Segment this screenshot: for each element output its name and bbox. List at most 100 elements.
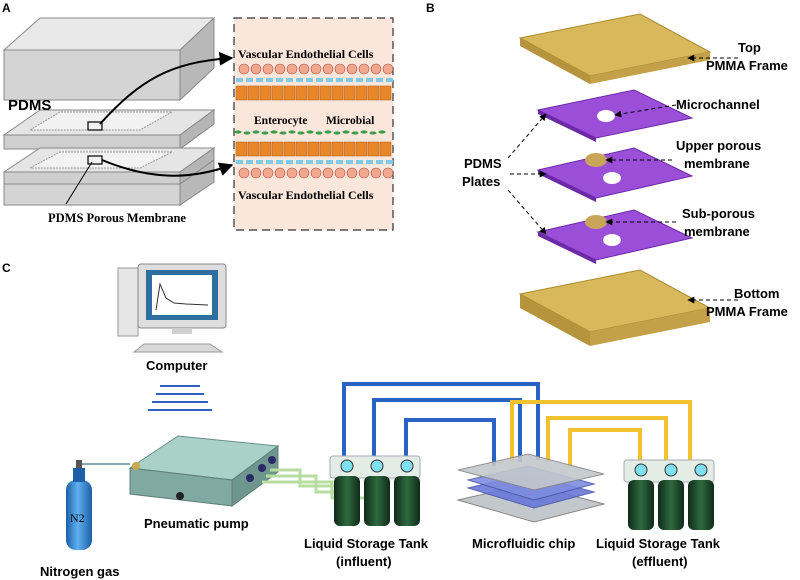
enterocyte-cell: [247, 141, 260, 157]
top-frame-label-1: Top: [738, 40, 761, 55]
membrane-pore: [336, 160, 343, 164]
cylinder-body: [66, 480, 92, 550]
monitor-stand: [172, 328, 192, 334]
membrane-pore: [296, 78, 303, 82]
membrane-pore: [246, 78, 253, 82]
pdms-device-drawing: [2, 16, 234, 206]
effluent-tank-label-2: (effluent): [632, 554, 688, 569]
plate-2-hole: [603, 172, 621, 184]
endothelial-cell: [310, 63, 322, 75]
microbe: [351, 131, 359, 135]
upper-membrane-disc: [585, 153, 607, 167]
pump-gas-inlet: [132, 462, 140, 470]
membrane-pore: [236, 78, 243, 82]
microbe: [315, 131, 323, 135]
membrane-pore: [376, 160, 383, 164]
membrane-pore: [386, 160, 393, 164]
sub-membrane-label-2: membrane: [684, 224, 750, 239]
microbe: [234, 130, 242, 134]
endothelial-cell: [250, 167, 262, 179]
microbe: [297, 131, 305, 135]
bottom-frame-label-2: PMMA Frame: [706, 304, 788, 319]
enterocyte-row-2: [235, 141, 392, 157]
effluent-tanks: [623, 459, 715, 530]
bottom-pmma-frame-edge: [520, 294, 590, 346]
membrane-pore: [356, 160, 363, 164]
influent-tank-1: [334, 476, 360, 526]
chip-top: [457, 453, 605, 491]
endothelial-cell: [298, 63, 310, 75]
leader-microchannel: [614, 104, 677, 118]
cylinder-neck: [73, 468, 85, 482]
monitor-plot-trace: [155, 282, 209, 311]
enterocyte-label: Enterocyte: [254, 115, 307, 127]
enterocyte-cell: [307, 141, 320, 157]
pdms-bottom-block-side: [179, 159, 215, 206]
endothelial-cell: [358, 167, 370, 179]
microbe: [288, 130, 296, 134]
effluent-cap-2: [664, 463, 678, 477]
effluent-tank-1: [628, 480, 654, 530]
endothelial-cell: [274, 167, 286, 179]
effluent-cap-1: [634, 463, 648, 477]
membrane-pore: [316, 78, 323, 82]
enterocyte-cell: [295, 141, 308, 157]
enterocyte-cell: [283, 85, 296, 101]
microbe: [333, 131, 341, 135]
membrane-pore: [306, 78, 313, 82]
pneumatic-pump-label: Pneumatic pump: [144, 516, 249, 531]
influent-tank-label-1: Liquid Storage Tank: [304, 536, 429, 551]
nitrogen-cylinder: [66, 460, 130, 550]
enterocyte-cell: [343, 141, 356, 157]
membrane-pore: [276, 78, 283, 82]
blue-tube-2: [372, 398, 522, 462]
cell-layer-inset: [233, 17, 394, 231]
influent-cap-1: [340, 459, 354, 473]
enterocyte-cell: [379, 85, 392, 101]
membrane-pore: [276, 160, 283, 164]
chip-exploded-view: [507, 13, 738, 346]
enterocyte-cell: [271, 85, 284, 101]
membrane-pore: [286, 78, 293, 82]
blue-tubing: [342, 382, 540, 466]
monitor-plot-area: [152, 275, 212, 315]
microchannel-label: Microchannel: [676, 97, 760, 112]
pump-port-3: [268, 456, 276, 464]
membrane-pore: [356, 78, 363, 82]
porous-channel-upper: [28, 111, 174, 131]
enterocyte-cell: [235, 85, 248, 101]
bottom-frame-label-1: Bottom: [734, 286, 780, 301]
microfluidic-chip: [456, 453, 606, 523]
membrane-pore: [246, 160, 253, 164]
endothelial-cell: [298, 167, 310, 179]
microbe-row: [234, 130, 386, 135]
membrane-pore: [266, 160, 273, 164]
leader-plates-3: [507, 189, 547, 235]
membrane-pore: [366, 160, 373, 164]
endothelial-cell: [250, 63, 262, 75]
endothelial-cell: [334, 167, 346, 179]
membrane-pore: [326, 160, 333, 164]
top-frame-label-2: PMMA Frame: [706, 58, 788, 73]
membrane-pore: [286, 160, 293, 164]
membrane-pore: [366, 78, 373, 82]
membrane-pore: [256, 160, 263, 164]
pdms-label: PDMS: [8, 97, 51, 114]
arrow-to-inset-lower: [101, 159, 234, 177]
endothelial-cell: [346, 167, 358, 179]
endothelial-cell: [286, 167, 298, 179]
influent-tank-label-2: (influent): [336, 554, 392, 569]
wireless-signal-icon: [148, 385, 212, 411]
enterocyte-cell: [367, 85, 380, 101]
computer-icon: [117, 263, 227, 353]
endothelial-cell: [370, 63, 382, 75]
top-pmma-frame: [518, 13, 712, 77]
pdms-top-block-front: [3, 49, 181, 101]
pdms-middle-layer-side: [179, 109, 215, 150]
computer-tower: [117, 267, 139, 337]
panel-a-label: A: [2, 1, 11, 15]
green-tube-1: [270, 468, 336, 488]
endothelial-cell: [310, 167, 322, 179]
pdms-plates-label-2: Plates: [462, 174, 500, 189]
microbe: [261, 131, 269, 135]
